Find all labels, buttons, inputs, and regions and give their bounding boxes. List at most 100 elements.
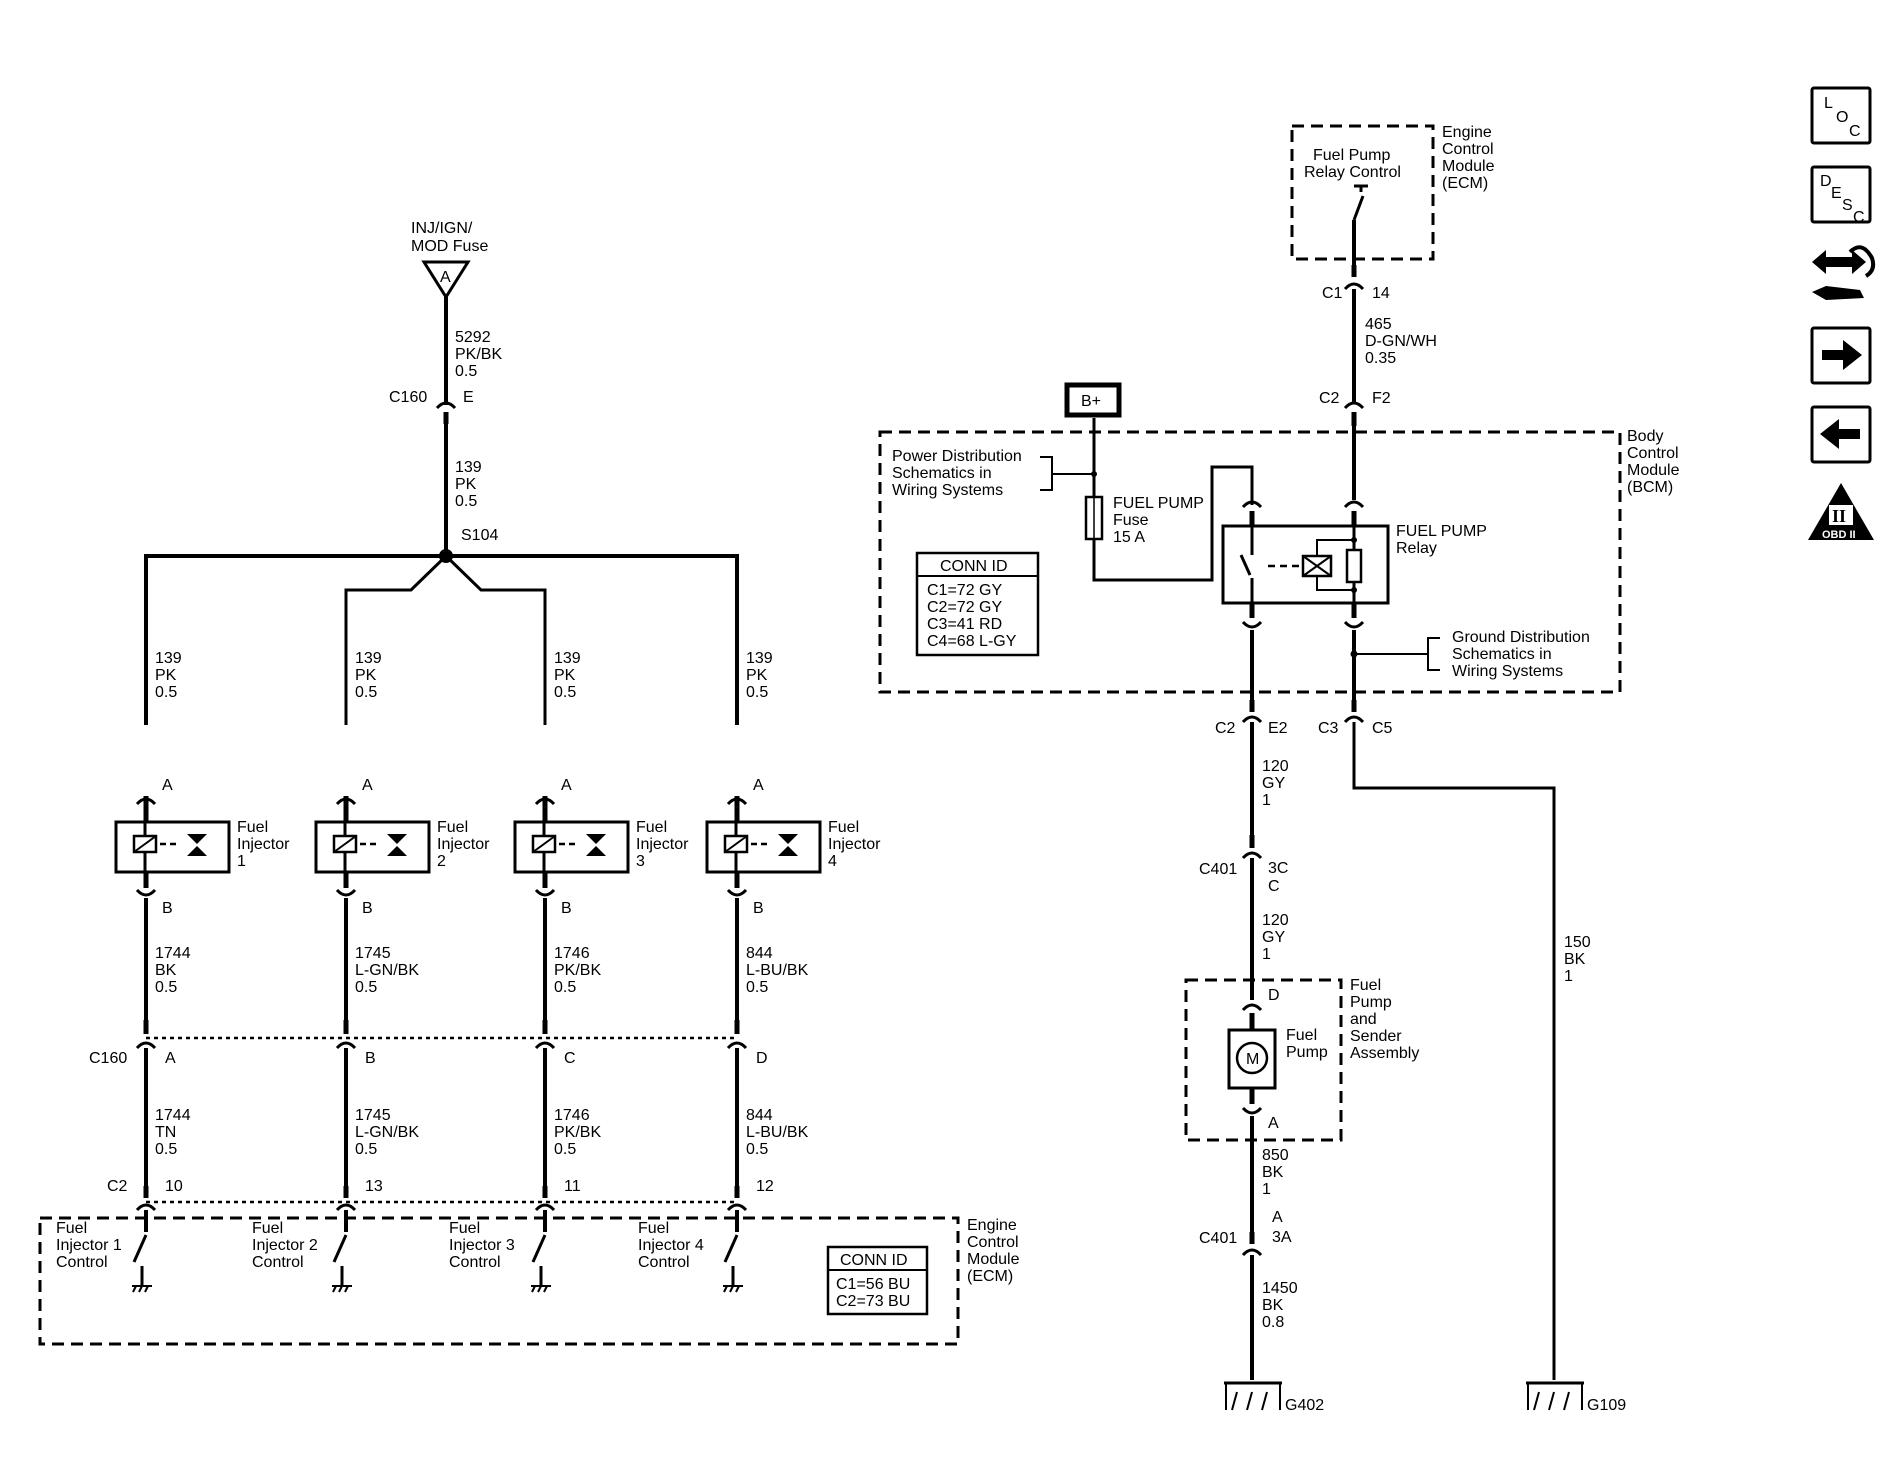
svg-text:Relay Control: Relay Control [1304, 164, 1401, 181]
svg-text:Injector 2: Injector 2 [252, 1237, 318, 1254]
svg-text:1: 1 [237, 853, 246, 870]
svg-text:II: II [1832, 506, 1846, 526]
svg-text:Fuel: Fuel [449, 1220, 480, 1237]
svg-text:Module: Module [1627, 462, 1680, 479]
fuel-pump-sender-assembly-box [1184, 978, 1343, 1142]
svg-text:C1=72 GY: C1=72 GY [927, 582, 1002, 599]
svg-text:C3=41 RD: C3=41 RD [927, 616, 1002, 633]
svg-text:139: 139 [554, 650, 581, 667]
svg-text:(ECM): (ECM) [1442, 175, 1488, 192]
svg-text:OBD II: OBD II [1822, 529, 1856, 541]
svg-text:0.5: 0.5 [355, 684, 377, 701]
svg-text:Control: Control [449, 1254, 501, 1271]
svg-text:F2: F2 [1372, 390, 1391, 407]
svg-text:Pump: Pump [1350, 994, 1392, 1011]
desc-button[interactable]: D E S C [1810, 165, 1872, 226]
ecm-top-label: Engine Control Module (ECM) [1442, 124, 1495, 192]
conn-id-ecm-table: CONN ID C1=56 BU C2=73 BU [826, 1245, 929, 1316]
svg-text:C401: C401 [1199, 861, 1237, 878]
svg-text:CONN ID: CONN ID [940, 558, 1008, 575]
svg-text:D: D [1268, 987, 1280, 1004]
svg-text:Control: Control [252, 1254, 304, 1271]
svg-text:CONN ID: CONN ID [840, 1252, 908, 1269]
svg-text:INJ/IGN/: INJ/IGN/ [411, 220, 473, 237]
svg-text:1744: 1744 [155, 945, 191, 962]
svg-text:0.5: 0.5 [554, 684, 576, 701]
svg-text:L-GN/BK: L-GN/BK [355, 962, 419, 979]
svg-text:A: A [753, 777, 764, 794]
svg-text:Schematics in: Schematics in [1452, 646, 1552, 663]
connector-c401-3a: C401 A 3A [1199, 1209, 1292, 1257]
svg-text:C: C [1849, 123, 1861, 140]
svg-text:Control: Control [1442, 141, 1494, 158]
svg-text:0.5: 0.5 [155, 979, 177, 996]
ecm-bottom-label: Engine Control Module (ECM) [967, 1217, 1020, 1285]
svg-text:C: C [1268, 878, 1280, 895]
fuel-pump-motor: D M A Fuel Pump [1227, 987, 1328, 1132]
svg-text:E: E [463, 389, 474, 406]
svg-text:A: A [1272, 1209, 1283, 1226]
c2-left-label: C2 [107, 1178, 128, 1195]
wire-5292-label: 5292 PK/BK 0.5 [455, 329, 502, 380]
fuel-injector-4: 139PK0.5AFuelInjector4B844L-BU/BK0.5D844… [638, 650, 881, 1293]
svg-text:11: 11 [564, 1178, 581, 1195]
svg-text:E2: E2 [1268, 720, 1288, 737]
svg-text:Control: Control [967, 1234, 1019, 1251]
svg-text:0.5: 0.5 [155, 684, 177, 701]
svg-text:Injector: Injector [437, 836, 490, 853]
svg-text:Assembly: Assembly [1350, 1045, 1419, 1062]
svg-text:B: B [162, 900, 173, 917]
svg-text:MOD Fuse: MOD Fuse [411, 238, 488, 255]
svg-text:B+: B+ [1081, 393, 1101, 410]
ground-g109: G109 [1526, 1381, 1626, 1414]
svg-text:1: 1 [1262, 792, 1271, 809]
svg-text:G402: G402 [1285, 1397, 1324, 1414]
component-wrench-icon[interactable] [1812, 245, 1876, 300]
conn-id-bcm-table: CONN ID C1=72 GY C2=72 GY C3=41 RD C4=68… [915, 551, 1040, 657]
svg-text:Fuel: Fuel [252, 1220, 283, 1237]
svg-text:12: 12 [756, 1178, 774, 1195]
svg-text:1450: 1450 [1262, 1280, 1298, 1297]
svg-text:3C: 3C [1268, 860, 1288, 877]
c160-left-label: C160 [89, 1050, 127, 1067]
svg-text:Sender: Sender [1350, 1028, 1402, 1045]
svg-text:0.5: 0.5 [455, 363, 477, 380]
svg-text:A: A [162, 777, 173, 794]
svg-text:D: D [756, 1050, 768, 1067]
svg-text:844: 844 [746, 1107, 773, 1124]
svg-text:844: 844 [746, 945, 773, 962]
loc-button[interactable]: L O C [1810, 86, 1872, 145]
svg-text:FUEL PUMP: FUEL PUMP [1113, 495, 1204, 512]
wire-120-label: 120 GY 1 [1262, 758, 1289, 809]
svg-text:120: 120 [1262, 912, 1289, 929]
wire-1450-label: 1450 BK 0.8 [1262, 1280, 1298, 1331]
svg-text:B: B [753, 900, 764, 917]
svg-text:0.5: 0.5 [746, 1141, 768, 1158]
svg-text:Pump: Pump [1286, 1044, 1328, 1061]
svg-text:and: and [1350, 1011, 1377, 1028]
svg-text:(ECM): (ECM) [967, 1268, 1013, 1285]
svg-text:(BCM): (BCM) [1627, 479, 1673, 496]
previous-arrow-button[interactable] [1810, 405, 1872, 464]
svg-text:B: B [362, 900, 373, 917]
svg-text:Fuel: Fuel [1350, 977, 1381, 994]
svg-text:0.35: 0.35 [1365, 350, 1396, 367]
next-arrow-button[interactable] [1810, 326, 1872, 385]
svg-text:139: 139 [355, 650, 382, 667]
svg-text:FUEL PUMP: FUEL PUMP [1396, 523, 1487, 540]
obd-ii-button[interactable]: II OBD II [1808, 483, 1874, 541]
svg-text:Fuel: Fuel [636, 819, 667, 836]
svg-text:139: 139 [455, 459, 482, 476]
svg-text:Fuel: Fuel [638, 1220, 669, 1237]
svg-text:BK: BK [1262, 1297, 1284, 1314]
svg-text:C: C [1853, 209, 1865, 226]
svg-text:PK: PK [455, 476, 477, 493]
svg-text:Fuel: Fuel [828, 819, 859, 836]
svg-text:C: C [564, 1050, 576, 1067]
svg-text:D-GN/WH: D-GN/WH [1365, 333, 1437, 350]
svg-text:Control: Control [56, 1254, 108, 1271]
svg-text:1745: 1745 [355, 945, 391, 962]
svg-text:3A: 3A [1272, 1229, 1292, 1246]
svg-text:Injector 3: Injector 3 [449, 1237, 515, 1254]
